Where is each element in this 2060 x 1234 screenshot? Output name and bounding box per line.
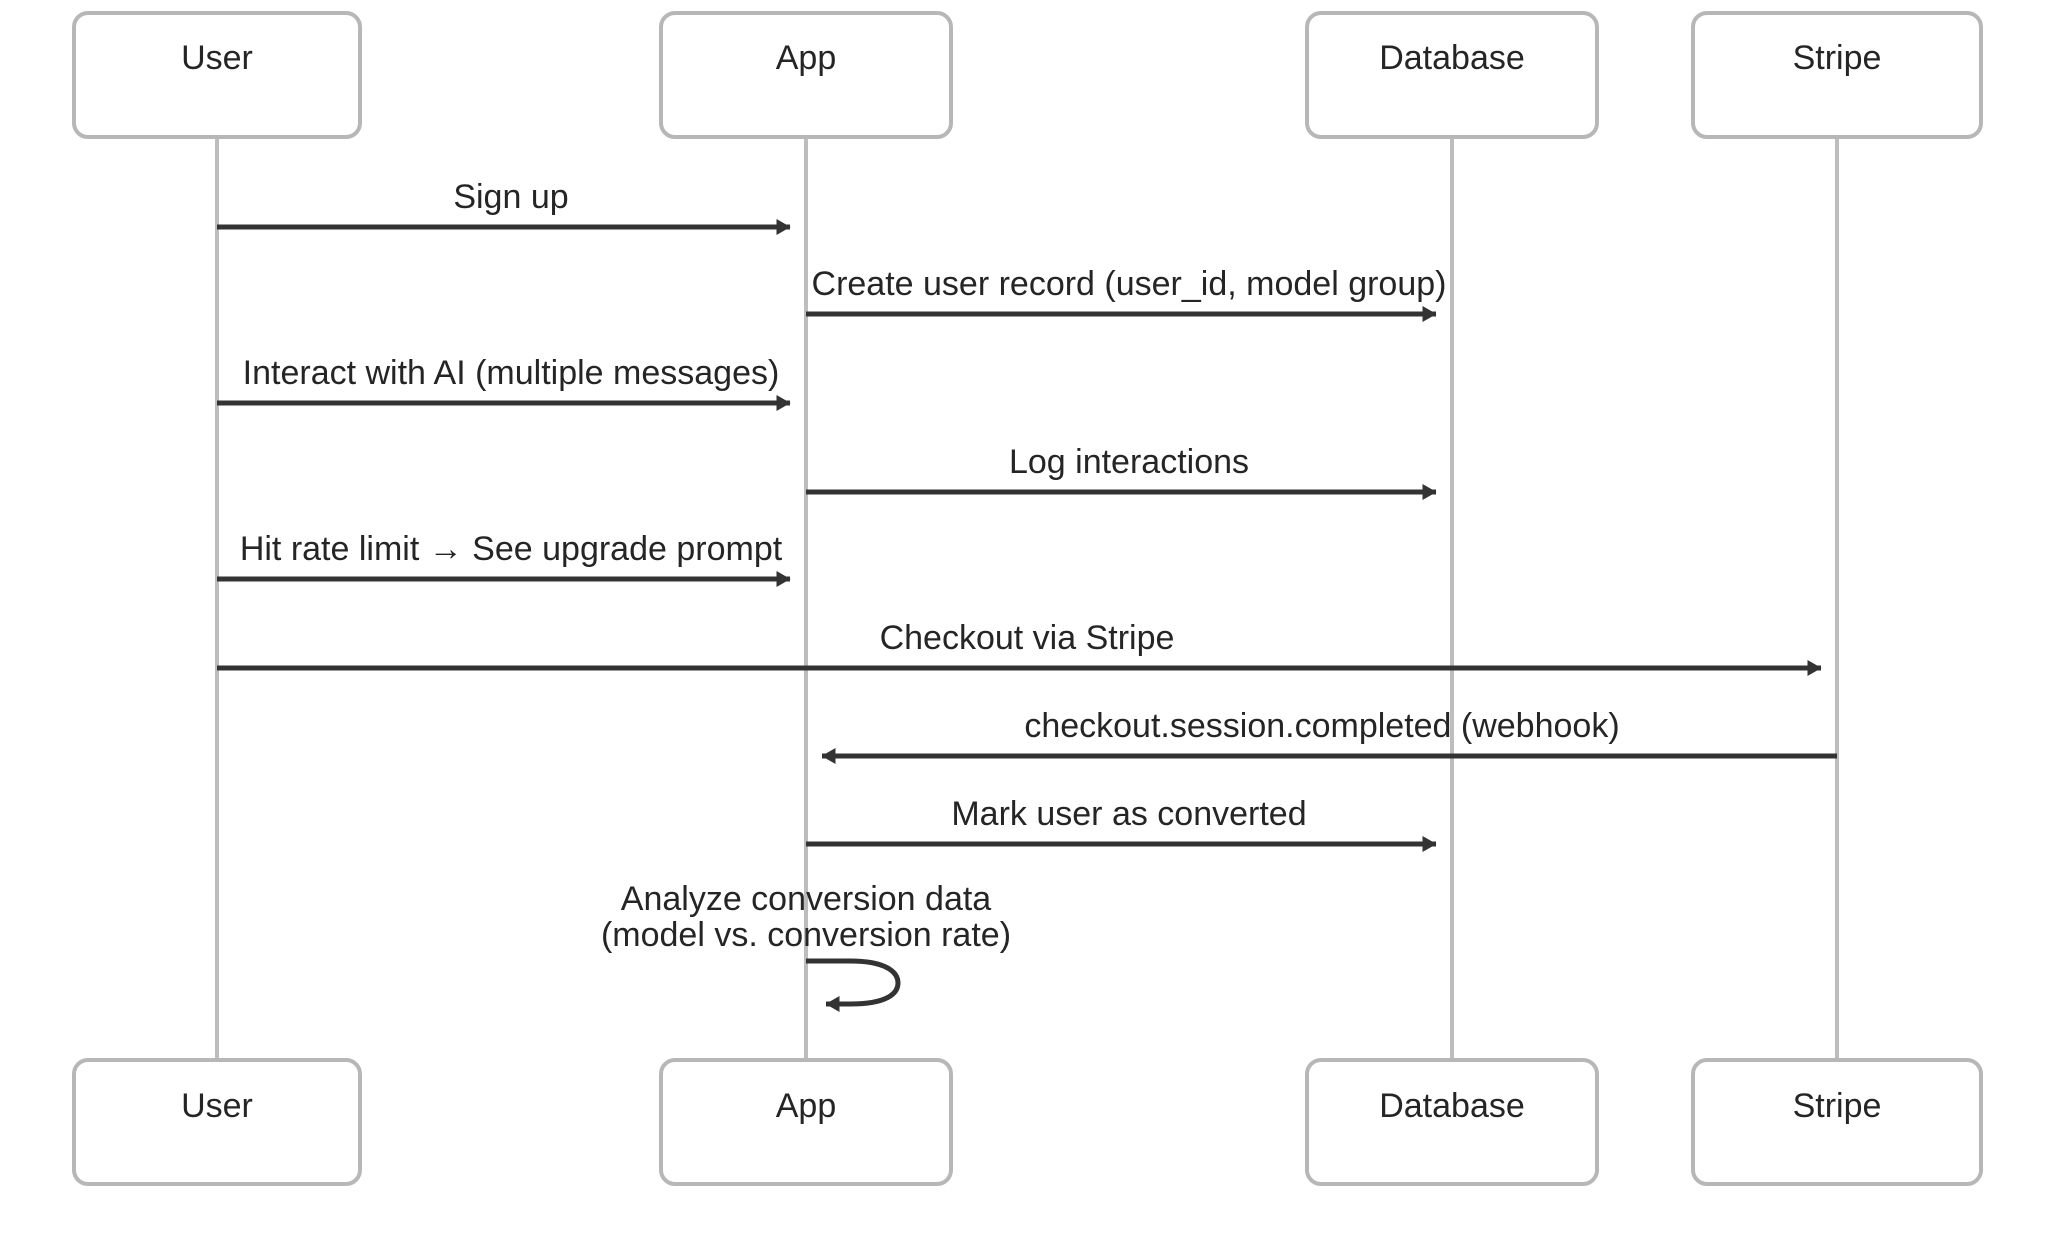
- participant-top-stripe-label: Stripe: [1793, 39, 1882, 77]
- participants-top: User App Database Stripe: [72, 11, 1983, 139]
- participant-top-stripe[interactable]: Stripe: [1691, 11, 1983, 139]
- message-create-user-record[interactable]: Create user record (user_id, model group…: [806, 265, 1447, 322]
- participant-top-database-label: Database: [1379, 39, 1525, 77]
- lifelines-group: [215, 137, 1839, 1060]
- participant-bottom-stripe-box[interactable]: [1691, 1058, 1983, 1186]
- message-create-user-record-label: Create user record (user_id, model group…: [812, 265, 1447, 303]
- participant-top-app-label: App: [776, 39, 837, 77]
- participant-bottom-stripe[interactable]: Stripe: [1691, 1058, 1983, 1186]
- messages-group: Sign up Create user record (user_id, mod…: [217, 178, 1837, 1012]
- message-log-interactions[interactable]: Log interactions: [806, 443, 1437, 500]
- participant-top-user[interactable]: User: [72, 11, 362, 139]
- message-checkout-session-completed-label: checkout.session.completed (webhook): [1024, 707, 1619, 745]
- message-analyze-conversion-data-label-line1: Analyze conversion data: [621, 880, 992, 918]
- participant-top-stripe-box[interactable]: [1691, 11, 1983, 139]
- participant-top-database[interactable]: Database: [1305, 11, 1599, 139]
- message-sign-up-label: Sign up: [453, 178, 568, 216]
- message-sign-up[interactable]: Sign up: [217, 178, 791, 235]
- participant-bottom-database-label: Database: [1379, 1087, 1525, 1125]
- message-hit-rate-limit-label: Hit rate limit → See upgrade prompt: [240, 530, 783, 568]
- participant-bottom-app-label: App: [776, 1087, 837, 1125]
- message-interact-with-ai[interactable]: Interact with AI (multiple messages): [217, 354, 791, 411]
- participant-bottom-database-box[interactable]: [1305, 1058, 1599, 1186]
- message-checkout-via-stripe-label: Checkout via Stripe: [880, 619, 1175, 657]
- participant-bottom-app-box[interactable]: [659, 1058, 953, 1186]
- participant-top-database-box[interactable]: [1305, 11, 1599, 139]
- message-mark-user-as-converted-label: Mark user as converted: [951, 795, 1306, 833]
- message-analyze-conversion-data[interactable]: Analyze conversion data (model vs. conve…: [601, 880, 1011, 1012]
- message-hit-rate-limit[interactable]: Hit rate limit → See upgrade prompt: [217, 530, 791, 587]
- message-checkout-session-completed[interactable]: checkout.session.completed (webhook): [821, 707, 1837, 764]
- participant-top-app[interactable]: App: [659, 11, 953, 139]
- message-interact-with-ai-label: Interact with AI (multiple messages): [243, 354, 780, 392]
- participant-bottom-user-box[interactable]: [72, 1058, 362, 1186]
- participant-top-user-label: User: [181, 39, 253, 77]
- message-checkout-via-stripe[interactable]: Checkout via Stripe: [217, 619, 1822, 676]
- participants-bottom: User App Database Stripe: [72, 1058, 1983, 1186]
- participant-top-app-box[interactable]: [659, 11, 953, 139]
- participant-bottom-user-label: User: [181, 1087, 253, 1125]
- message-mark-user-as-converted[interactable]: Mark user as converted: [806, 795, 1437, 852]
- participant-bottom-database[interactable]: Database: [1305, 1058, 1599, 1186]
- participant-top-user-box[interactable]: [72, 11, 362, 139]
- participant-bottom-app[interactable]: App: [659, 1058, 953, 1186]
- message-log-interactions-label: Log interactions: [1009, 443, 1249, 481]
- participant-bottom-user[interactable]: User: [72, 1058, 362, 1186]
- message-analyze-conversion-data-loop[interactable]: [806, 958, 901, 1012]
- message-analyze-conversion-data-label-line2: (model vs. conversion rate): [601, 916, 1011, 954]
- participant-bottom-stripe-label: Stripe: [1793, 1087, 1882, 1125]
